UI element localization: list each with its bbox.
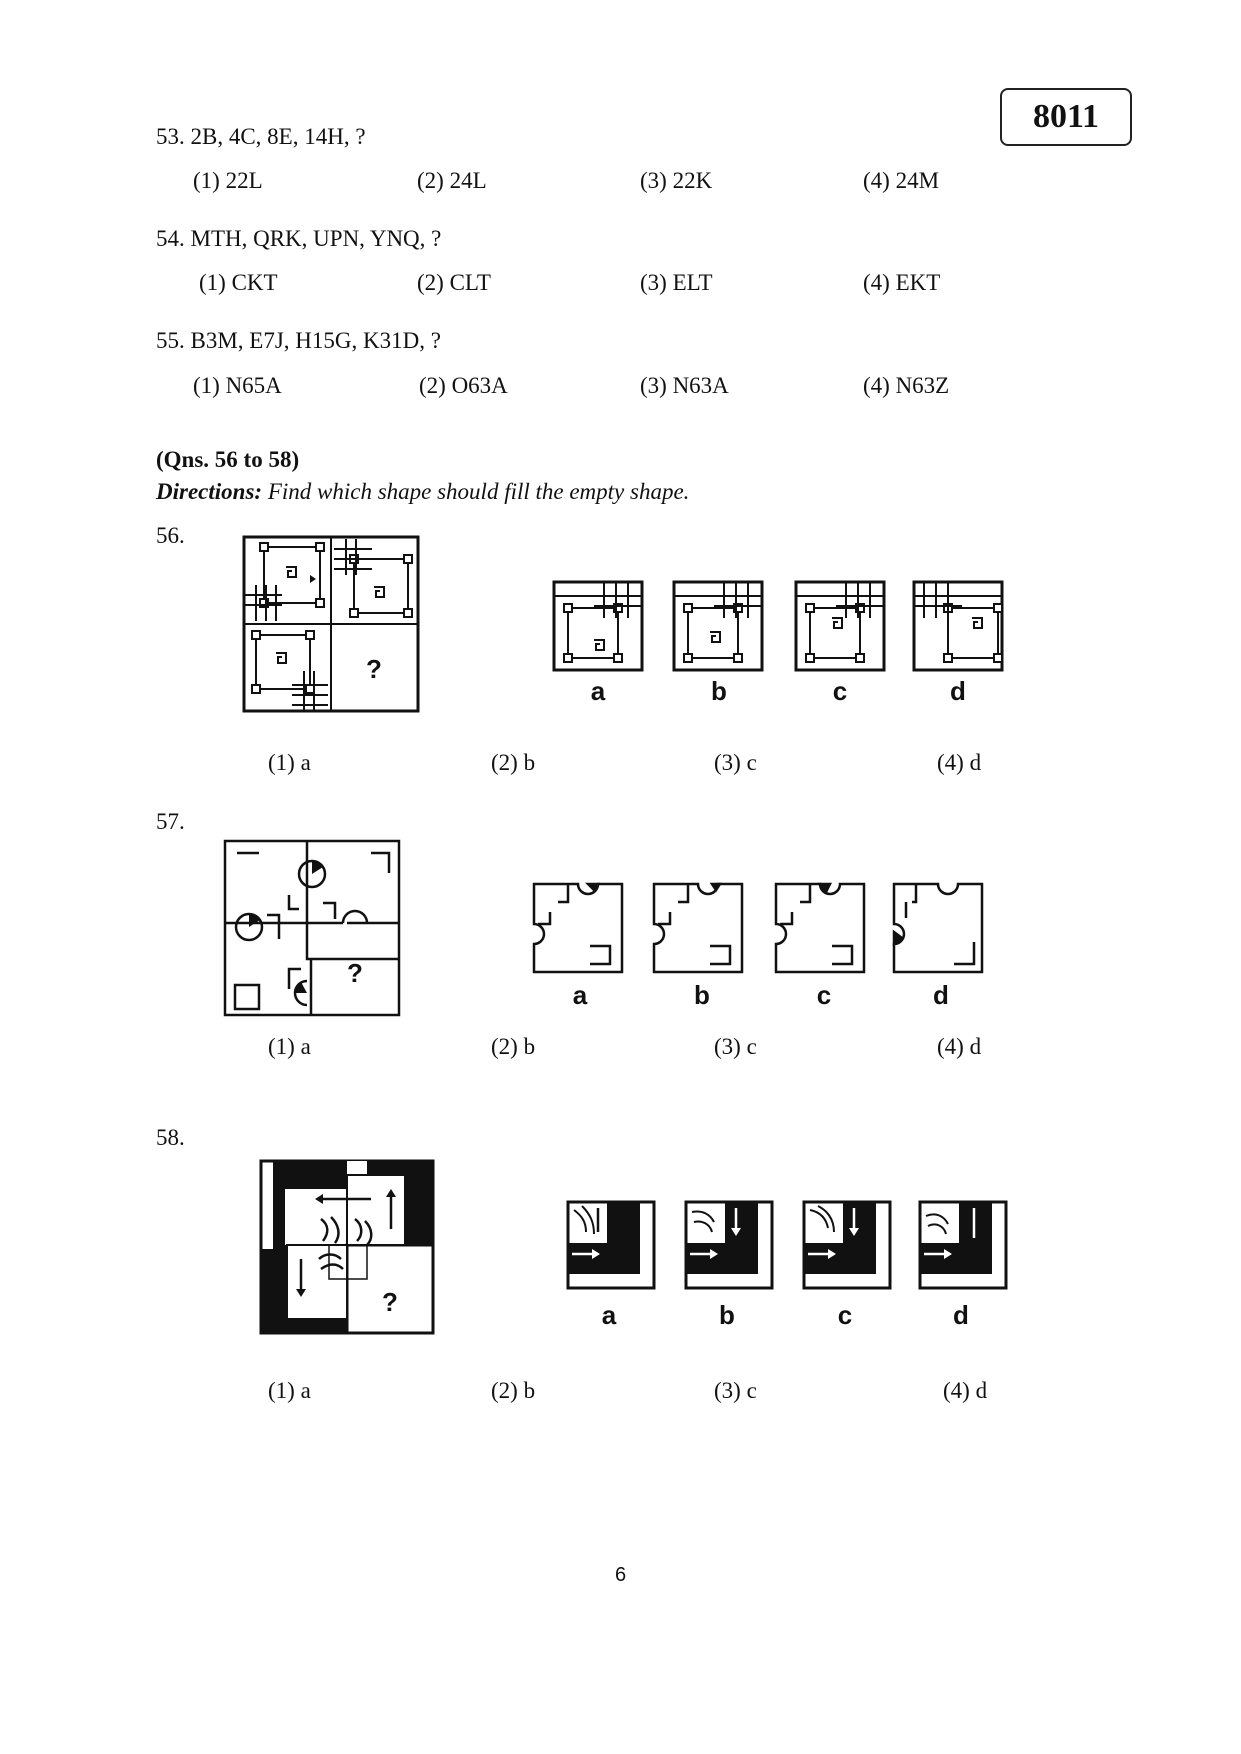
- q57-option-1: (1) a: [268, 1034, 311, 1059]
- q57-option-2: (2) b: [491, 1034, 536, 1059]
- directions-line: Directions: Find which shape should fill…: [156, 479, 689, 505]
- page-number: 6: [614, 1564, 627, 1586]
- q53-option-2: (2) 24L: [417, 168, 487, 193]
- q58-figure-label-a: a: [601, 1300, 617, 1330]
- q57-figure-label-d: d: [933, 980, 949, 1010]
- q55-option-1: (1) N65A: [193, 373, 282, 398]
- q56-problem-figure: [242, 535, 420, 713]
- q57-figure-label-a: a: [572, 980, 588, 1010]
- q54-option-2: (2) CLT: [417, 270, 491, 295]
- q56-option-2: (2) b: [491, 750, 536, 775]
- paper-code-box: 8011: [1000, 88, 1132, 146]
- q58-figure-label-b: b: [719, 1300, 735, 1330]
- q56-question-mark: ?: [366, 654, 382, 684]
- question-58-number: 58.: [156, 1125, 185, 1150]
- q58-option-1: (1) a: [268, 1378, 311, 1403]
- directions-heading: (Qns. 56 to 58): [156, 447, 300, 472]
- directions-text: Find which shape should fill the empty s…: [267, 479, 690, 504]
- q54-option-4: (4) EKT: [863, 270, 941, 295]
- q55-option-3: (3) N63A: [640, 373, 729, 398]
- q58-answer-figures: [566, 1200, 1008, 1290]
- q57-option-4: (4) d: [937, 1034, 982, 1059]
- q56-option-4: (4) d: [937, 750, 982, 775]
- q56-answer-figures: [552, 580, 1004, 672]
- q58-option-3: (3) c: [714, 1378, 757, 1403]
- q57-answer-figures: [532, 882, 984, 974]
- q53-option-4: (4) 24M: [863, 168, 940, 193]
- q58-question-mark: ?: [382, 1287, 398, 1317]
- q56-figure-label-a: a: [590, 676, 606, 706]
- question-number: 53.: [156, 124, 185, 149]
- question-55: 55. B3M, E7J, H15G, K31D, ?: [156, 328, 441, 354]
- q56-figure-label-b: b: [711, 676, 727, 706]
- q57-problem-figure: [223, 839, 401, 1017]
- q58-problem-figure: [259, 1159, 435, 1335]
- q55-option-4: (4) N63Z: [863, 373, 950, 398]
- question-text: B3M, E7J, H15G, K31D, ?: [190, 328, 441, 353]
- q57-option-3: (3) c: [714, 1034, 757, 1059]
- question-number: 54.: [156, 226, 185, 251]
- q56-figure-label-c: c: [832, 676, 848, 706]
- q57-figure-label-b: b: [694, 980, 710, 1010]
- q55-option-2: (2) O63A: [419, 373, 508, 398]
- paper-code: 8011: [1032, 98, 1100, 135]
- q57-figure-label-c: c: [816, 980, 832, 1010]
- question-number: 55.: [156, 328, 185, 353]
- q56-option-3: (3) c: [714, 750, 757, 775]
- question-57-number: 57.: [156, 809, 185, 834]
- q58-option-4: (4) d: [943, 1378, 988, 1403]
- question-56-number: 56.: [156, 523, 185, 548]
- q58-figure-label-c: c: [837, 1300, 853, 1330]
- q56-figure-label-d: d: [950, 676, 966, 706]
- question-text: MTH, QRK, UPN, YNQ, ?: [190, 226, 442, 251]
- question-53: 53. 2B, 4C, 8E, 14H, ?: [156, 124, 366, 150]
- q54-option-1: (1) CKT: [199, 270, 278, 295]
- question-text: 2B, 4C, 8E, 14H, ?: [190, 124, 366, 149]
- q53-option-1: (1) 22L: [193, 168, 263, 193]
- q53-option-3: (3) 22K: [640, 168, 713, 193]
- question-54: 54. MTH, QRK, UPN, YNQ, ?: [156, 226, 441, 252]
- directions-label: Directions:: [156, 479, 263, 504]
- q54-option-3: (3) ELT: [640, 270, 713, 295]
- q58-option-2: (2) b: [491, 1378, 536, 1403]
- q58-figure-label-d: d: [953, 1300, 969, 1330]
- q56-option-1: (1) a: [268, 750, 311, 775]
- q57-question-mark: ?: [347, 958, 363, 988]
